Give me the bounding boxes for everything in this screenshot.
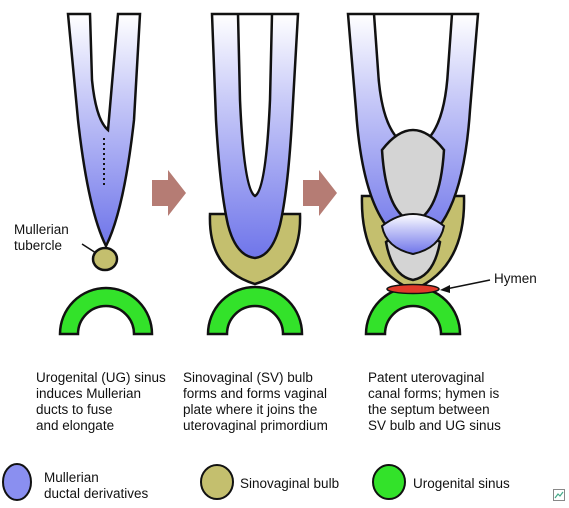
stage-2-panel: [208, 14, 302, 334]
progression-arrow-2: [303, 170, 337, 216]
mullerian-tubercle: [93, 248, 117, 270]
broken-image-icon: [553, 489, 565, 501]
hymen-pointer-arrowhead: [440, 285, 450, 293]
legend-swatch-urogenital: [373, 465, 405, 499]
caption-stage-3: Patent uterovaginal canal forms; hymen i…: [368, 370, 501, 434]
legend-label-urogenital: Urogenital sinus: [413, 476, 510, 492]
mullerian-tubercle-label: Mullerian tubercle: [14, 222, 69, 254]
urogenital-sinus-stage-2: [208, 287, 302, 334]
legend-swatch-mullerian: [3, 464, 31, 500]
hymen-pointer: [446, 280, 490, 289]
hymen: [387, 285, 439, 294]
stage-3-panel: [348, 14, 490, 334]
legend-label-sinovaginal: Sinovaginal bulb: [240, 476, 339, 492]
stage-1-panel: [60, 14, 152, 334]
tubercle-pointer: [82, 244, 96, 253]
legend-swatch-sinovaginal: [201, 465, 233, 499]
legend-label-mullerian: Mullerian ductal derivatives: [44, 470, 148, 502]
hymen-label: Hymen: [494, 271, 537, 287]
urogenital-sinus-stage-1: [60, 288, 152, 334]
caption-stage-2: Sinovaginal (SV) bulb forms and forms va…: [183, 370, 328, 434]
caption-stage-1: Urogenital (UG) sinus induces Mullerian …: [36, 370, 166, 434]
mullerian-duct-stage-1: [68, 14, 140, 246]
progression-arrow-1: [152, 170, 186, 216]
